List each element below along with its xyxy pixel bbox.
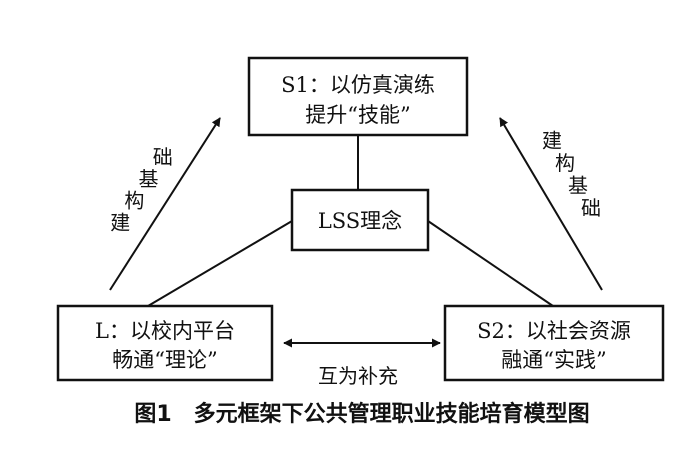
svg-text:构: 构 <box>555 151 575 175</box>
box-lss-label: LSS理念 <box>318 209 402 233</box>
label-right-arrow: 建 构 基 础 <box>542 128 601 220</box>
svg-text:建: 建 <box>542 128 562 152</box>
box-s2-line2: 融通“实践” <box>501 348 606 372</box>
box-s1 <box>247 56 469 137</box>
svg-text:建: 建 <box>110 211 130 235</box>
svg-text:构: 构 <box>124 189 144 213</box>
box-l-line2: 畅通“理论” <box>112 348 217 372</box>
arrow-right-to-top <box>499 117 603 291</box>
connector-center-left <box>147 220 293 307</box>
box-s1-line2: 提升“技能” <box>305 103 410 127</box>
svg-text:基: 基 <box>139 167 159 191</box>
box-s1-line1: S1：以仿真演练 <box>281 73 435 97</box>
label-left-arrow: 建 构 基 础 <box>110 145 173 235</box>
box-l <box>56 304 274 382</box>
connector-center-right <box>427 220 554 307</box>
box-s2-line1: S2：以社会资源 <box>477 319 631 343</box>
box-lss <box>290 188 430 252</box>
box-s2 <box>443 304 665 382</box>
figure-caption: 图1 多元框架下公共管理职业技能培育模型图 <box>134 401 589 427</box>
svg-text:础: 础 <box>581 196 601 220</box>
svg-text:础: 础 <box>153 145 173 169</box>
arrow-left-to-top <box>109 117 221 291</box>
label-bottom-arrow: 互为补充 <box>318 364 398 388</box>
svg-text:基: 基 <box>568 173 588 197</box>
box-l-line1: L：以校内平台 <box>95 319 235 343</box>
